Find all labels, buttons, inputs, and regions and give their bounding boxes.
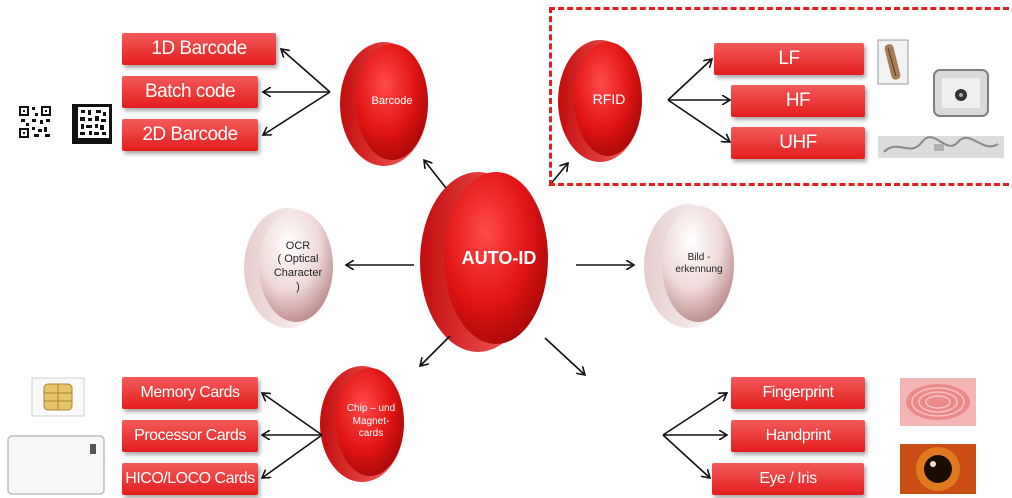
disc-ocr (244, 208, 333, 328)
disc-chip (320, 366, 404, 482)
ocr-line-1: OCR (285, 239, 311, 252)
rfid-item-lf[interactable]: LF (714, 43, 864, 75)
disc-image (644, 204, 734, 328)
chip-line-2: Magnet- (352, 415, 390, 427)
rfid-arrows (667, 59, 730, 142)
bio-item-fingerprint[interactable]: Fingerprint (731, 377, 865, 409)
image-line-1: Bild - (687, 251, 711, 263)
ocr-line-3: Character (273, 267, 323, 279)
barcode-hub[interactable]: Barcode (356, 80, 428, 124)
rfid-group-frame (549, 7, 1009, 186)
barcode-item-1d[interactable]: 1D Barcode (122, 33, 276, 65)
smart-card-thumbnail (7, 435, 105, 495)
chip-line-3: cards (358, 428, 384, 440)
ocr-hub[interactable]: OCR ( Optical Character ) (262, 228, 334, 306)
bio-arrows (662, 393, 727, 478)
ocr-line-2: ( Optical (277, 253, 319, 266)
auto-id-center[interactable]: AUTO-ID (452, 236, 546, 280)
auto-id-label: AUTO-ID (461, 247, 537, 268)
bio-item-handprint[interactable]: Handprint (731, 420, 865, 452)
chip-line-1: Chip – und (346, 403, 396, 415)
bio-item-eye-iris[interactable]: Eye / Iris (712, 463, 864, 495)
sim-chip-thumbnail (31, 377, 85, 417)
rfid-item-hf[interactable]: HF (731, 85, 865, 117)
barcode-item-batch[interactable]: Batch code (122, 76, 258, 108)
disc-barcode (340, 42, 428, 166)
lf-tag-thumbnail (877, 39, 909, 85)
card-arrows (262, 393, 323, 478)
rfid-item-uhf[interactable]: UHF (731, 127, 865, 159)
datamatrix-icon (72, 104, 112, 144)
card-item-hico-loco[interactable]: HICO/LOCO Cards (122, 463, 258, 495)
barcode-arrows (263, 49, 331, 135)
image-recognition-hub[interactable]: Bild - erkennung (664, 244, 734, 284)
fingerprint-thumbnail (900, 378, 976, 426)
rfid-hub-label: RFID (592, 91, 626, 108)
disc-rfid (558, 40, 642, 162)
hf-tag-thumbnail (933, 69, 989, 117)
barcode-item-2d[interactable]: 2D Barcode (122, 119, 258, 151)
uhf-tag-thumbnail (878, 136, 1004, 158)
rfid-hub[interactable]: RFID (574, 82, 644, 118)
barcode-hub-label: Barcode (371, 95, 413, 108)
disc-center (420, 172, 548, 352)
image-line-2: erkennung (675, 264, 723, 275)
chip-hub[interactable]: Chip – und Magnet- cards (338, 396, 404, 448)
iris-thumbnail (900, 444, 976, 494)
card-item-memory[interactable]: Memory Cards (122, 377, 258, 409)
ocr-line-4: ) (296, 280, 300, 293)
hub-arrows (346, 160, 634, 375)
qr-code-icon (18, 105, 52, 139)
card-item-processor[interactable]: Processor Cards (122, 420, 258, 452)
